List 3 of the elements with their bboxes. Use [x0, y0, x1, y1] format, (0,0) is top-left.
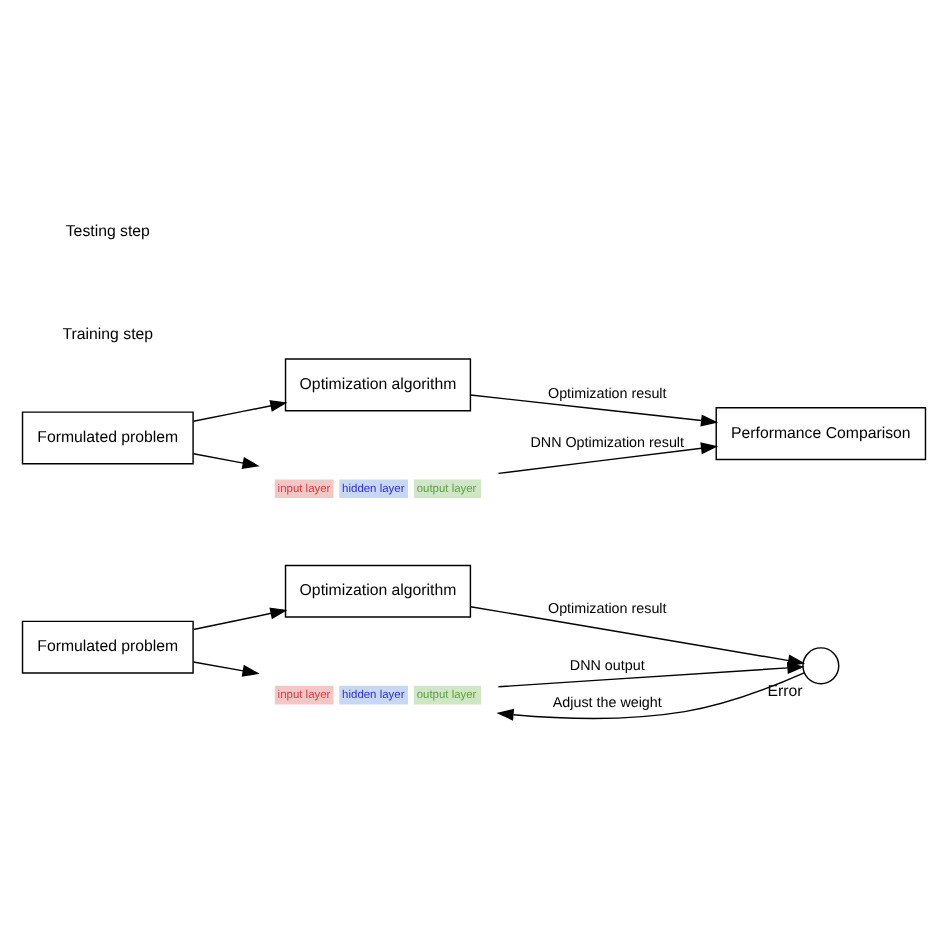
node-label: Error: [767, 682, 803, 701]
label: Testing step: [65, 221, 150, 240]
label: Training step: [62, 324, 154, 343]
